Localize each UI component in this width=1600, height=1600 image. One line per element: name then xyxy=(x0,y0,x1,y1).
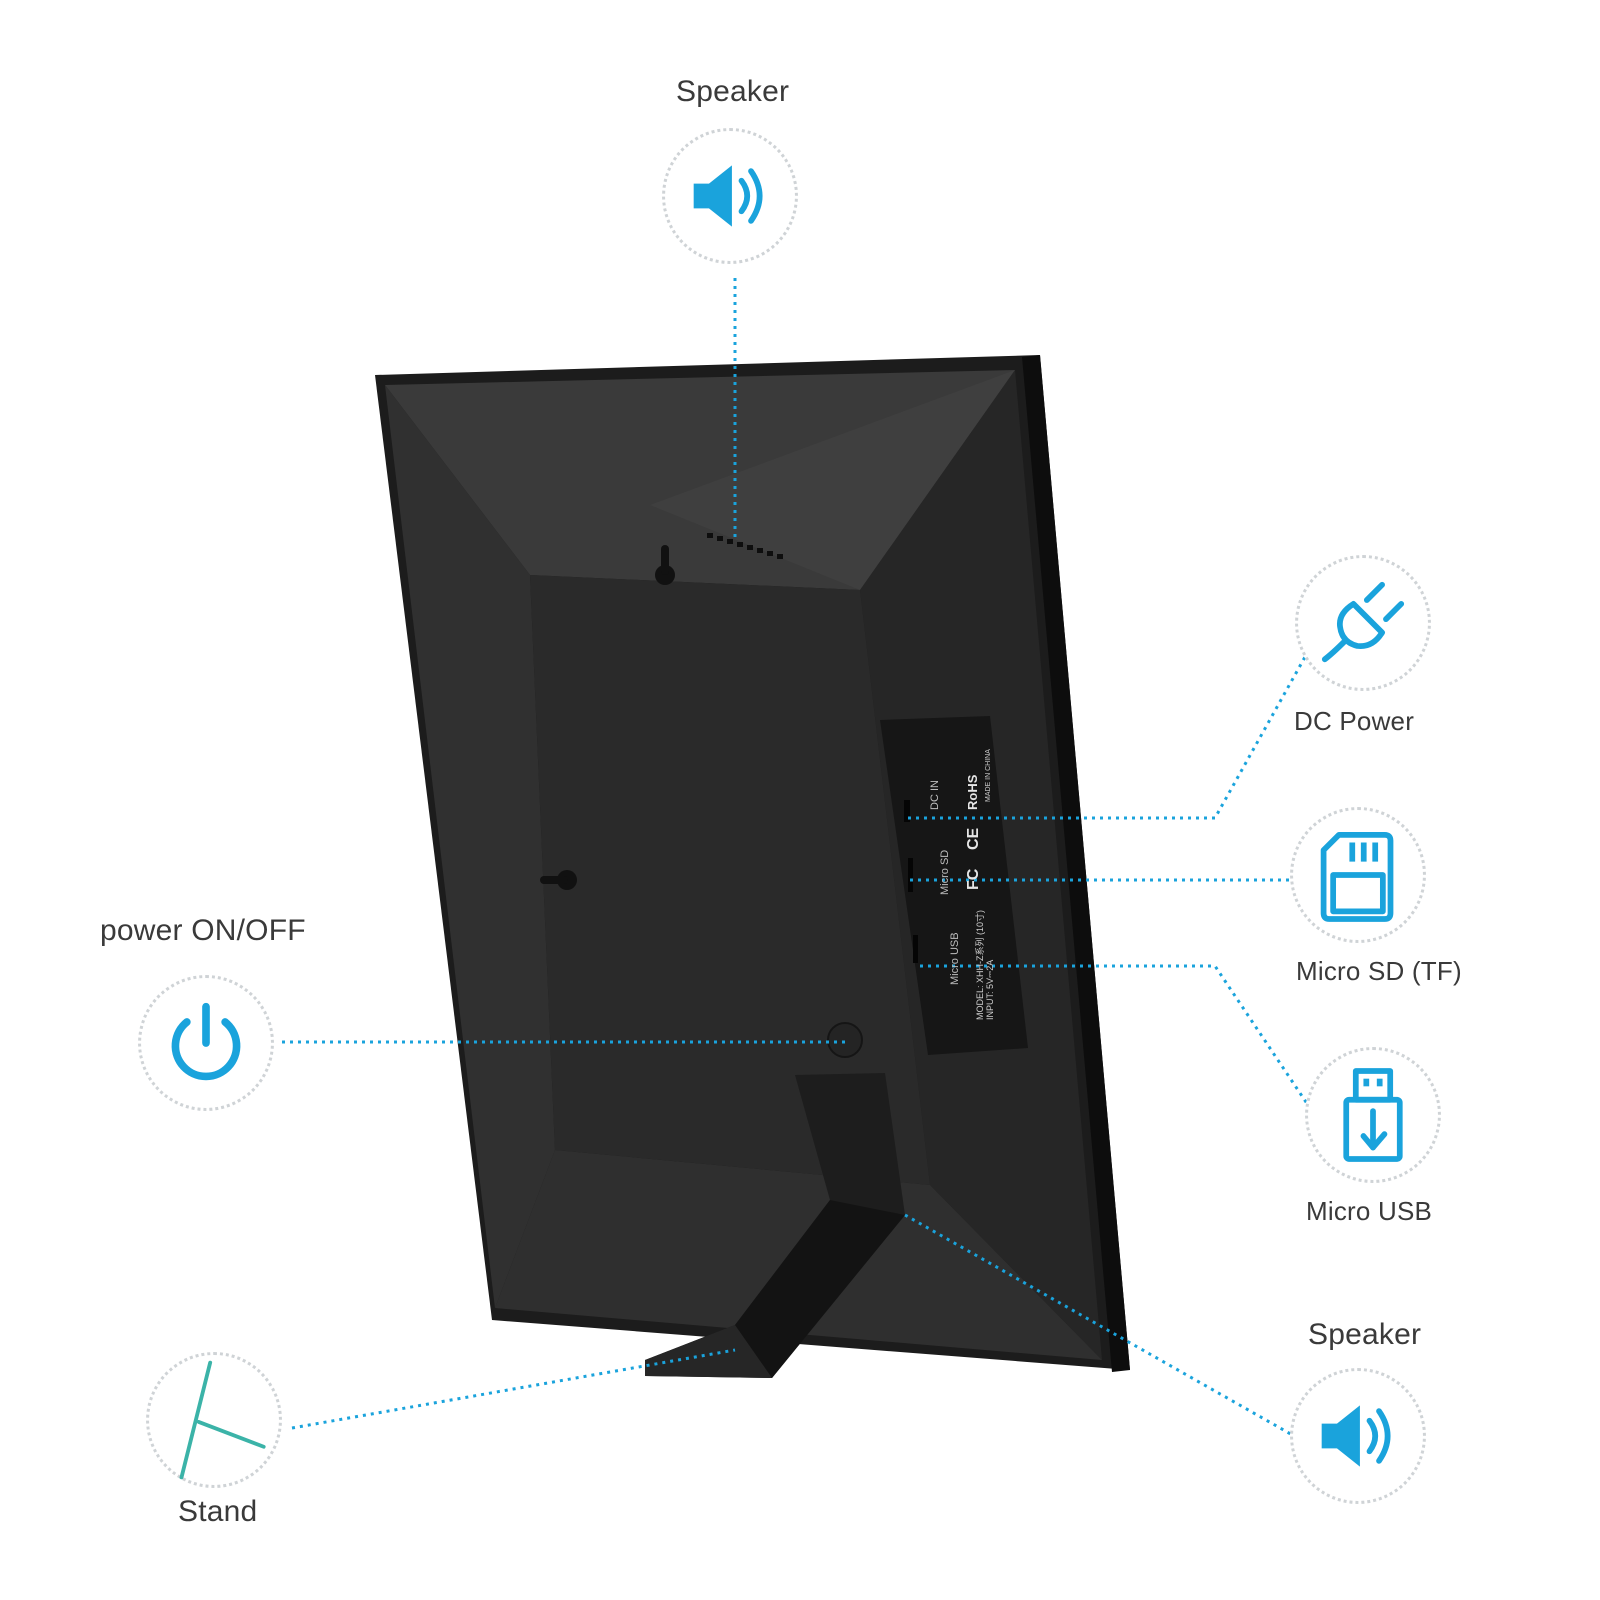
stand-icon xyxy=(179,1360,266,1480)
leader-dc-power xyxy=(908,647,1312,820)
fc-mark: FC xyxy=(965,868,982,890)
port-panel xyxy=(880,716,1028,1055)
power-button-hw xyxy=(827,1022,863,1058)
made-in-text: MADE IN CHINA xyxy=(985,749,992,802)
leader-micro-usb xyxy=(920,964,1320,1121)
facet-sheen xyxy=(650,370,1015,590)
micro-sd-slot xyxy=(908,858,913,892)
facet-left xyxy=(385,385,555,1308)
speaker-top-circle xyxy=(662,128,798,264)
leader-stand xyxy=(291,1348,736,1430)
plug-icon xyxy=(1321,581,1405,663)
speaker-grille-top xyxy=(707,533,783,559)
speaker-top-label: Speaker xyxy=(676,75,790,108)
rohs-mark: RoHS xyxy=(965,774,980,810)
speaker-bottom-label: Speaker xyxy=(1308,1318,1422,1351)
usb-icon xyxy=(1343,1068,1403,1162)
dc-in-slot xyxy=(904,800,910,822)
stand-circle xyxy=(146,1352,282,1488)
keyhole-top xyxy=(655,545,675,585)
dc-power-label: DC Power xyxy=(1294,706,1415,736)
stand-label: Stand xyxy=(178,1495,258,1528)
micro-sd-circle xyxy=(1290,807,1426,943)
input-text: INPUT: 5V⎓2A xyxy=(985,959,995,1020)
port-dc-in-text: DC IN xyxy=(929,780,941,810)
ce-mark: CE xyxy=(965,827,982,850)
speaker-bottom-circle xyxy=(1290,1368,1426,1504)
port-micro-usb-text: Micro USB xyxy=(949,932,961,985)
power-label: power ON/OFF xyxy=(100,914,306,947)
dc-power-circle xyxy=(1295,555,1431,691)
micro-sd-label: Micro SD (TF) xyxy=(1296,956,1462,986)
leader-lines xyxy=(282,278,1320,1447)
sd-card-icon xyxy=(1320,831,1394,922)
power-circle xyxy=(138,975,274,1111)
stand-shape xyxy=(645,1073,905,1378)
keyhole-left xyxy=(540,870,577,890)
speaker-icon xyxy=(693,165,763,227)
micro-usb-label: Micro USB xyxy=(1306,1196,1433,1226)
frame-side-edge xyxy=(1022,355,1130,1372)
micro-usb-circle xyxy=(1305,1047,1441,1183)
leader-speaker-bottom xyxy=(904,1213,1311,1447)
speaker-icon xyxy=(1321,1405,1391,1467)
power-icon xyxy=(171,1002,241,1081)
port-micro-sd-text: Micro SD xyxy=(939,849,951,895)
device-label-area: DC IN Micro SD Micro USB MODEL: XHH-Z系列 … xyxy=(905,749,1135,1040)
micro-usb-slot xyxy=(913,935,918,963)
